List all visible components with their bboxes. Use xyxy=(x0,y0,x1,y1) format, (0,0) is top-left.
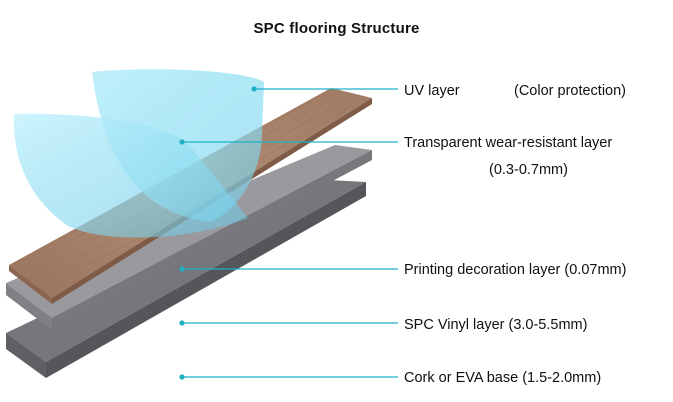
uv-layer-sheet xyxy=(92,69,264,223)
layer-note-wear: (0.3-0.7mm) xyxy=(489,162,568,178)
base-board-side xyxy=(46,182,366,378)
wood-board-front xyxy=(9,265,52,304)
layer-label-printing: Printing decoration layer (0.07mm) xyxy=(404,262,627,278)
layer-label-spc: SPC Vinyl layer (3.0-5.5mm) xyxy=(404,317,588,333)
leader-dot-uv xyxy=(251,86,257,92)
leader-lines xyxy=(179,86,398,380)
leader-dot-spc xyxy=(179,320,185,326)
layer-label-uv: UV layer xyxy=(404,83,460,99)
layer-note-uv: (Color protection) xyxy=(514,83,627,99)
base-board-top xyxy=(6,180,366,362)
layer-label-base: Cork or EVA base (1.5-2.0mm) xyxy=(404,370,602,386)
base-board-front xyxy=(6,333,46,378)
leader-dot-printing xyxy=(179,266,185,272)
spc-board-front xyxy=(6,283,52,330)
spc-board-side xyxy=(52,150,372,330)
leader-dot-base xyxy=(179,374,185,380)
diagram-title: SPC flooring Structure xyxy=(253,20,420,37)
leader-dot-wear xyxy=(179,139,185,145)
layer-label-wear: Transparent wear-resistant layer xyxy=(404,135,613,151)
